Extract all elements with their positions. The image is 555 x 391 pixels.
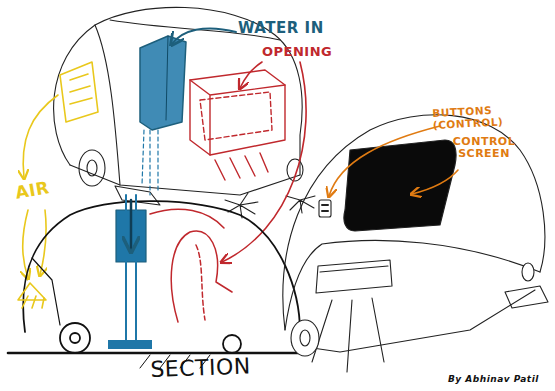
body-edge [95, 25, 120, 185]
brush [286, 196, 315, 213]
control-screen [344, 140, 456, 231]
wheel [522, 263, 534, 281]
callout-label: AIR [14, 175, 66, 202]
ground-line [8, 352, 302, 355]
ramp [505, 286, 548, 308]
leader-arrow [23, 210, 28, 278]
opening-hatch [200, 92, 272, 140]
leader-arrow [240, 62, 262, 88]
tank-edge [166, 36, 168, 120]
slot-edge [320, 266, 388, 272]
water-flow [142, 130, 158, 195]
opening-box [190, 70, 285, 180]
section-outline [23, 201, 300, 332]
section-opening [150, 209, 232, 322]
opening-edge [196, 245, 205, 320]
leader-arrow [23, 95, 58, 178]
water-tank [140, 36, 186, 195]
opening-box [190, 70, 285, 155]
section-tank [108, 195, 152, 349]
water-outlet [108, 340, 152, 349]
water-pipe [126, 195, 136, 340]
air-duct [60, 62, 98, 122]
wheel-hub [87, 160, 97, 176]
opening-profile [171, 231, 232, 322]
opening-lid [150, 209, 224, 228]
control-buttons [319, 200, 331, 217]
button-marks [322, 205, 328, 211]
view-title: SECTION [150, 353, 281, 382]
front-slot [316, 260, 392, 293]
water-tank [140, 36, 186, 130]
leader-arrow [329, 126, 440, 196]
section-air [18, 283, 46, 308]
air-vent [70, 74, 92, 104]
author-credit: By Abhinav Patil [448, 375, 555, 385]
callout-label: WATER IN [238, 20, 348, 37]
wheel [60, 323, 90, 353]
brush [225, 193, 258, 218]
air-intake [18, 283, 46, 300]
spray-lines [312, 298, 384, 372]
section-view [8, 201, 302, 368]
air-hatch [22, 296, 44, 308]
leader-arrow [172, 28, 236, 44]
box-edge [190, 80, 285, 155]
wheel [223, 335, 241, 353]
callout-label: CONTROL SCREEN [448, 136, 520, 160]
air-duct [23, 62, 98, 278]
vehicle-rear-view [283, 115, 548, 372]
wheel [79, 150, 105, 186]
wheel [291, 320, 319, 356]
body-waist [285, 240, 540, 330]
body-base [292, 290, 535, 352]
body-shell [283, 115, 545, 330]
front-detail [32, 258, 60, 325]
hatching [215, 153, 268, 180]
callout-label: BUTTONS (CONTROL) [432, 102, 555, 131]
wheel-hub [70, 333, 80, 343]
wheel-hub [300, 330, 310, 346]
flow-arrow [130, 200, 133, 250]
callout-label: OPENING [262, 45, 352, 59]
leader-arrow [412, 170, 458, 194]
vehicle-perspective [54, 7, 315, 218]
